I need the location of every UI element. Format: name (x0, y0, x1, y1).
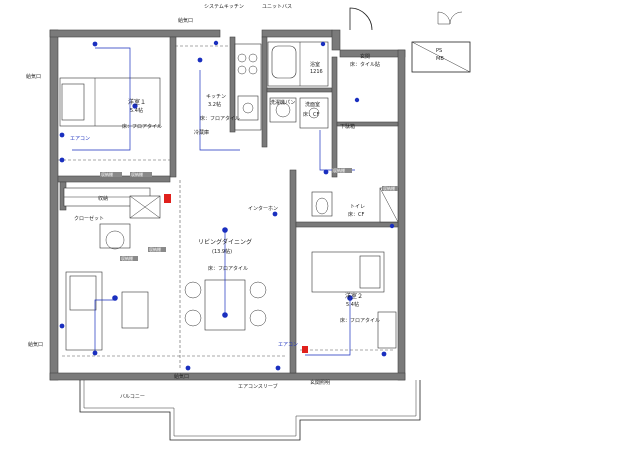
ps-name: PS (436, 48, 442, 54)
interior-walls (57, 36, 399, 374)
porch-light-label: 玄関照明 (310, 379, 330, 386)
washer-label: 洗濯機パン (270, 99, 295, 106)
system-kitchen: システムキッチン (204, 4, 244, 10)
unit-bath (267, 41, 329, 87)
western1-size: 5.4帖 (130, 107, 143, 114)
toilet-fixture (311, 191, 333, 217)
exhaust-bottom: 給気口 (174, 373, 189, 380)
closet-label: クローゼット (74, 215, 104, 222)
ldk-name: リビングダイニング (198, 238, 252, 246)
entrance-floor: 床：タイル貼 (350, 61, 380, 68)
shoe-box-label: 下駄箱 (340, 123, 355, 130)
washroom-fixtures (269, 97, 329, 129)
unit-bath-label: ユニットバス (262, 4, 292, 10)
exhaust-left1: 給気口 (26, 73, 41, 80)
toilet-name: トイレ (350, 204, 365, 210)
bath-size: 1216 (310, 69, 323, 75)
ps-box (411, 11, 471, 73)
aircon1-label: エアコン (70, 136, 90, 142)
aircon2-label: エアコン (278, 342, 298, 348)
toilet-floor: 床：CF (348, 211, 364, 218)
balcony (79, 380, 421, 441)
kitchen-name: キッチン (206, 94, 226, 100)
washroom-floor: 床：CF (303, 111, 319, 118)
kitchen-counter (234, 43, 262, 131)
bed-1 (59, 77, 161, 127)
storage-name: 収納 (98, 195, 108, 202)
fridge-label: 冷蔵庫 (194, 129, 209, 136)
exhaust-left2: 給気口 (28, 341, 43, 348)
bed-2 (311, 251, 385, 293)
dining-set (184, 279, 267, 331)
bath-name: 浴室 (310, 61, 320, 68)
entry-door[interactable] (349, 7, 373, 31)
tag-text-2: 収納棚 (131, 171, 143, 177)
intercom-label: インターホン (248, 205, 278, 212)
ldk-floor: 床：フロアタイル (208, 265, 248, 272)
storage-racks (63, 187, 399, 349)
western2-floor: 床：フロアタイル (340, 317, 380, 324)
tag-text-5: 収納棚 (383, 185, 395, 191)
tag-text-6: 収納棚 (121, 255, 133, 261)
aircon-sleeve-label: エアコンスリーブ (238, 383, 278, 390)
entrance-name: 玄関 (360, 53, 370, 60)
dashed-guides (58, 45, 395, 370)
western2-size: 5.4帖 (346, 301, 359, 308)
tag-text-4: 収納棚 (333, 167, 345, 173)
ldk-size: (13.9帖) (212, 248, 232, 255)
entry-light-marker (302, 346, 308, 353)
western1-floor: 床：フロアタイル (122, 123, 162, 130)
living-sofa (65, 223, 149, 351)
storage-tags (100, 168, 398, 261)
tag-text-1: 収納棚 (101, 171, 113, 177)
balcony-label: バルコニー (120, 394, 145, 400)
outlets (59, 40, 395, 371)
washroom-name: 洗面室 (305, 101, 320, 108)
ps-code: MB (436, 56, 444, 62)
tag-text-3: 収納棚 (149, 246, 161, 252)
panel-marker (164, 194, 171, 203)
exhaust-top: 給気口 (178, 17, 193, 24)
western2-name: 洋室２ (345, 292, 363, 300)
kitchen-size: 3.2帖 (208, 101, 221, 108)
exterior-walls (49, 29, 406, 381)
western1-name: 洋室１ (128, 98, 146, 106)
kitchen-floor: 床：フロアタイル (200, 115, 240, 122)
